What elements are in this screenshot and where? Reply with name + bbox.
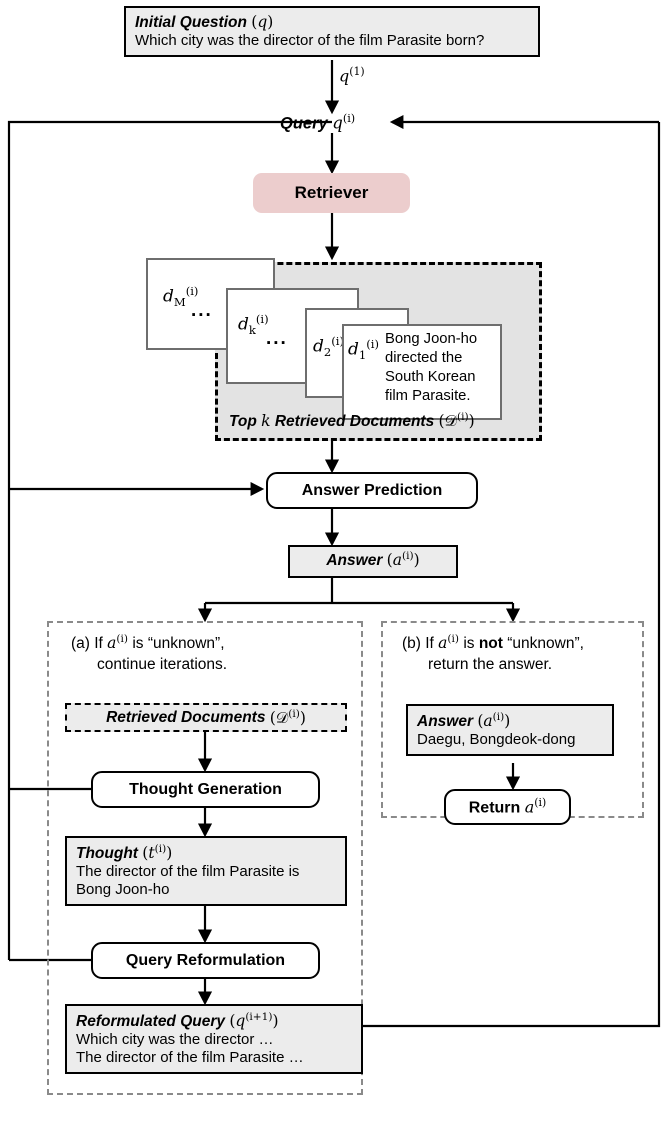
return-box[interactable]: Return a(i) (444, 789, 571, 825)
edge-label-q1: q(1) (339, 65, 365, 86)
branch-b-caption: (b) If a(i) is not “unknown”, return the… (402, 633, 584, 673)
retriever-label: Retriever (294, 183, 369, 202)
branch-a-caption: (a) If a(i) is “unknown”, continue itera… (71, 633, 228, 673)
answer-prediction-box[interactable]: Answer Prediction (266, 472, 478, 509)
thought-generation-label: Thought Generation (129, 780, 282, 798)
branch-b-answer-box: Answer (a(i)) Daegu, Bongdeok-dong (406, 704, 614, 757)
initial-question-box: Initial Question (q) Which city was the … (124, 6, 540, 57)
answer-box: Answer (a(i)) (288, 545, 458, 578)
query-reformulation-label: Query Reformulation (125, 951, 286, 969)
branch-b-answer-text: Daegu, Bongdeok-dong (417, 731, 576, 749)
document-label-dk: dk(i) (238, 312, 269, 338)
thought-text-line1: The director of the film Parasite is (76, 863, 300, 881)
ellipsis-dM: ... (191, 300, 213, 321)
branch-b-answer-title: Answer (a(i)) (417, 711, 511, 731)
reformulated-query-text-line2: The director of the film Parasite … (76, 1049, 304, 1067)
thought-text-line2: Bong Joon-ho (76, 881, 170, 899)
initial-question-title: Initial Question (q) (135, 13, 274, 31)
topk-group-label: Top k Retrieved Documents (𝒟(i)) (229, 411, 475, 431)
reformulated-query-text-line1: Which city was the director … (76, 1031, 274, 1049)
document-label-dM: dM(i) (163, 284, 199, 310)
query-label: Query q(i) (280, 112, 356, 133)
thought-generation-box[interactable]: Thought Generation (91, 771, 320, 808)
answer-title: Answer (a(i)) (326, 550, 420, 570)
reformulated-query-title: Reformulated Query (q(i+1)) (76, 1011, 279, 1031)
thought-title: Thought (t(i)) (76, 843, 173, 863)
answer-prediction-label: Answer Prediction (301, 481, 443, 499)
reformulated-query-box: Reformulated Query (q(i+1)) Which city w… (65, 1004, 363, 1074)
document-d1-text: Bong Joon-ho directed the South Korean f… (385, 331, 478, 404)
return-label: Return a(i) (468, 796, 547, 817)
branch-a-retrieved-documents-label: Retrieved Documents (𝒟(i)) (106, 707, 306, 727)
query-reformulation-box[interactable]: Query Reformulation (91, 942, 320, 979)
retriever-box[interactable]: Retriever (253, 173, 410, 213)
thought-box: Thought (t(i)) The director of the film … (65, 836, 347, 906)
document-card-d1: Bong Joon-ho directed the South Korean f… (342, 324, 502, 420)
branch-a-retrieved-documents-box: Retrieved Documents (𝒟(i)) (65, 703, 347, 732)
document-label-d1: d1(i) (348, 337, 379, 363)
document-label-d2: d2(i) (313, 334, 344, 360)
initial-question-text: Which city was the director of the film … (135, 32, 485, 50)
ellipsis-dk: ... (266, 328, 288, 349)
branch-a-container (47, 621, 363, 1095)
